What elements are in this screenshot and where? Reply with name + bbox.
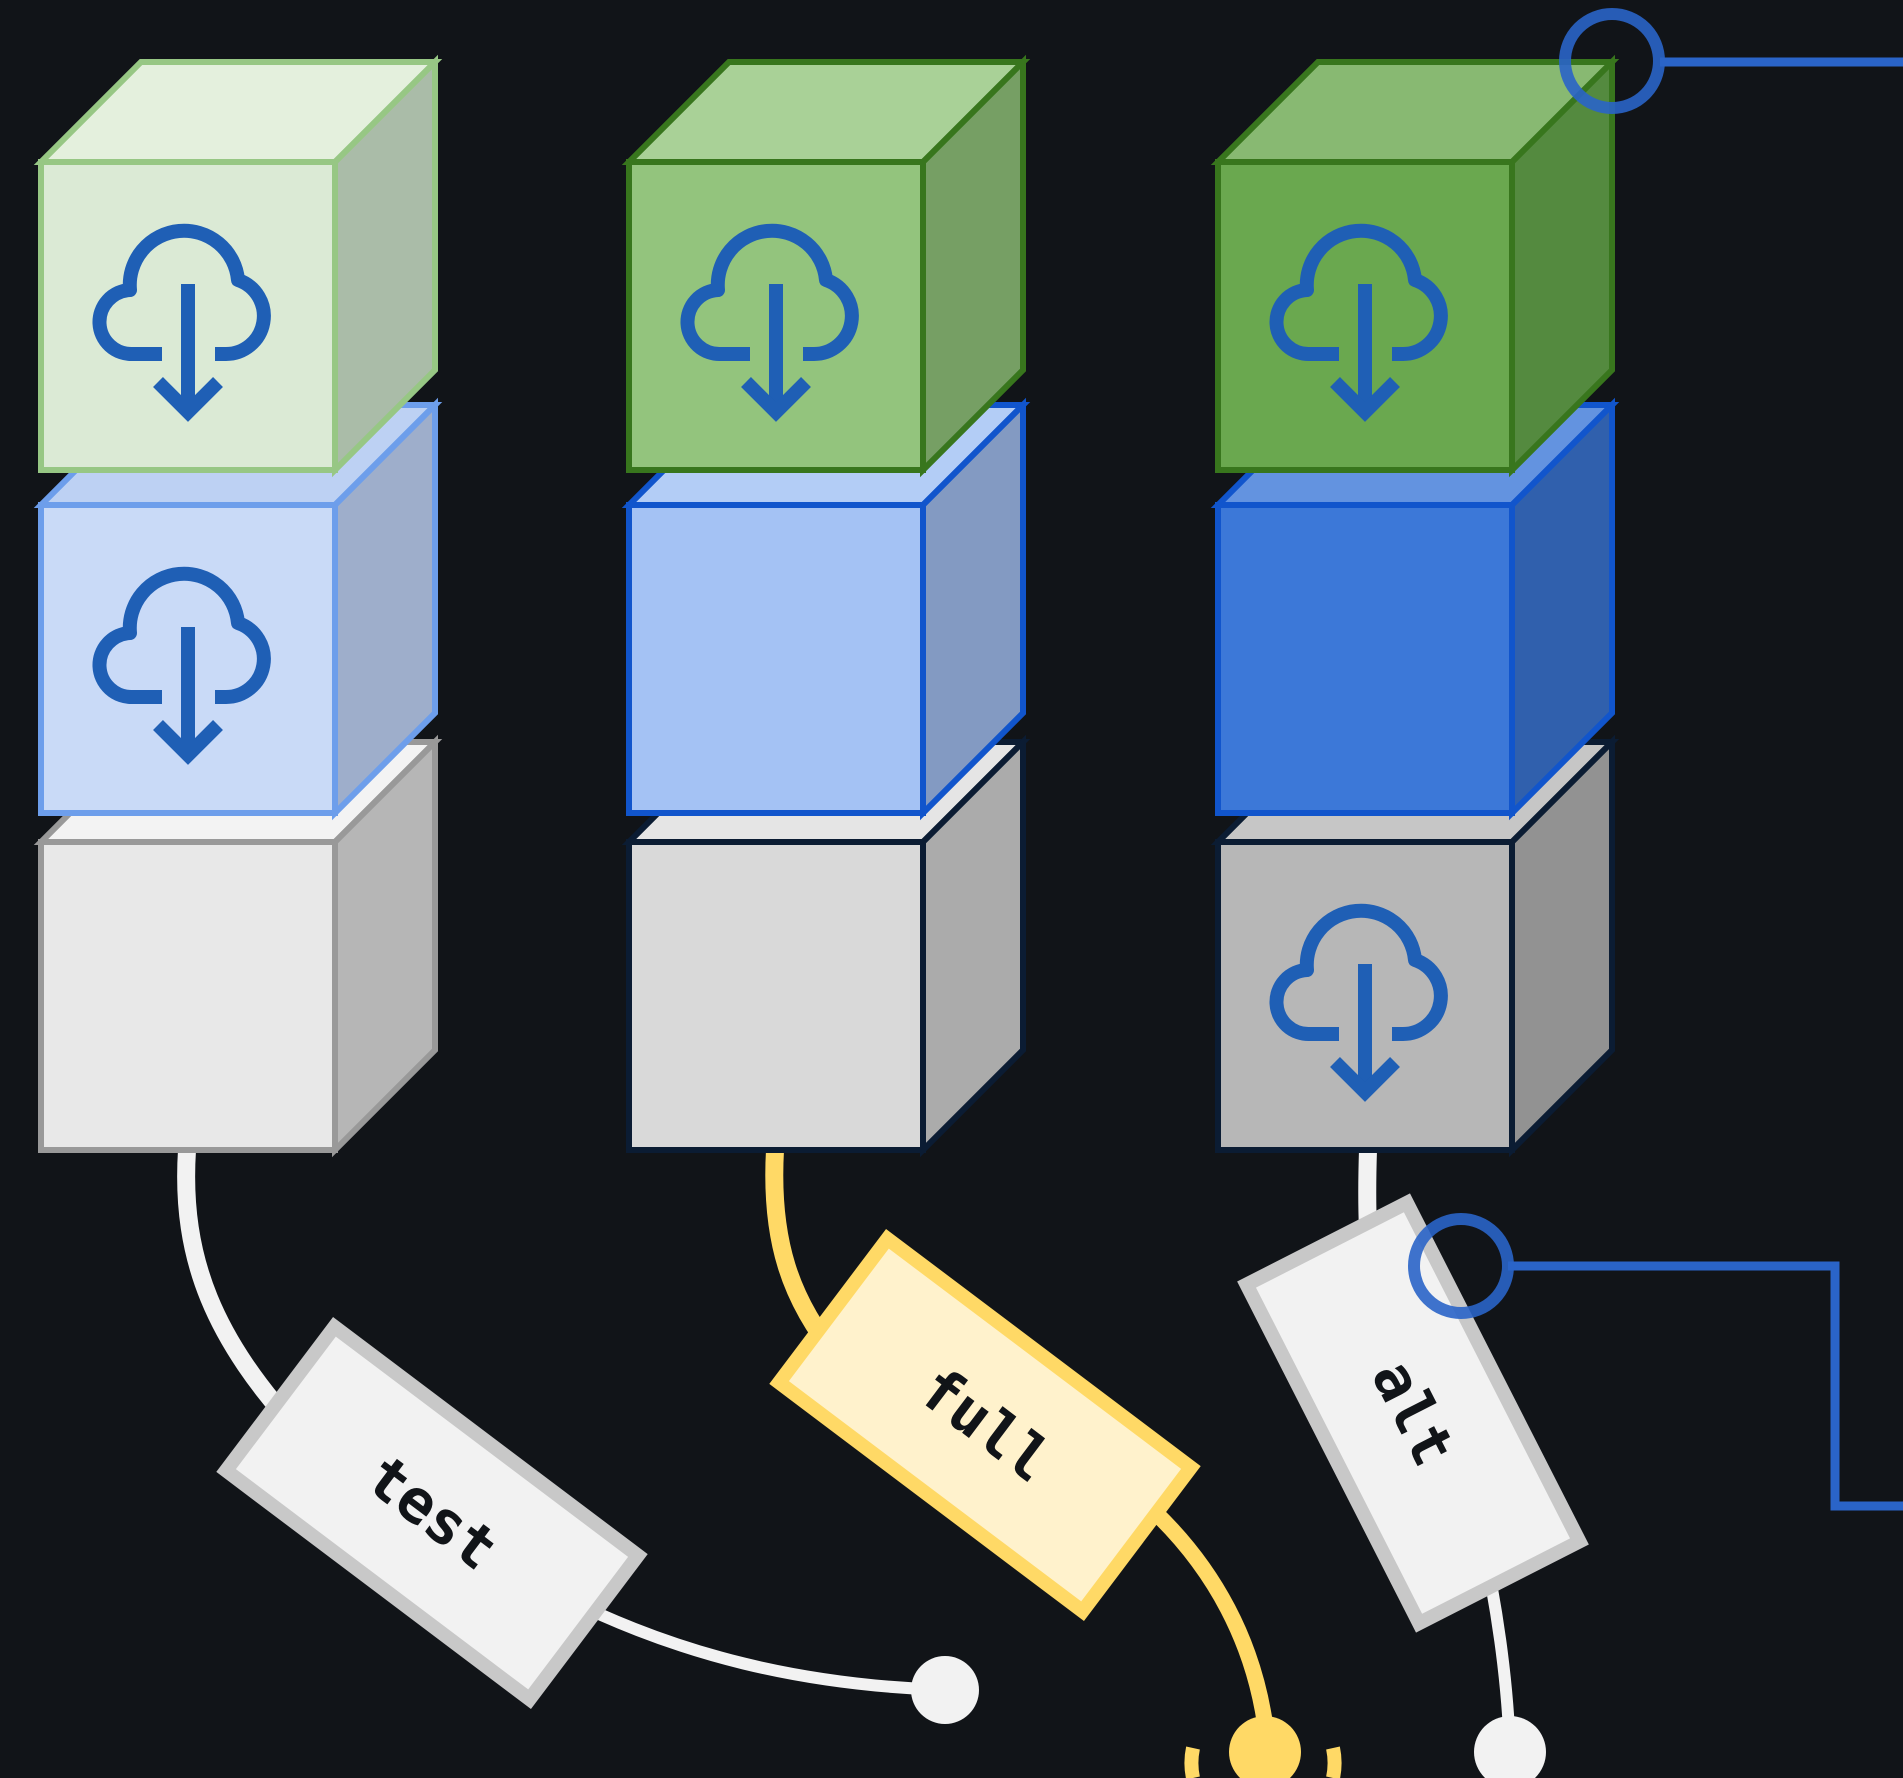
cube-stack-1 [33, 54, 443, 1158]
connector-line-bottom [1508, 1261, 1903, 1511]
tag-test-box [216, 1316, 648, 1710]
endpoint-ring-full-right [1326, 1746, 1342, 1778]
cube-stacks [33, 54, 1620, 1158]
cube-stack-2 [621, 54, 1031, 1158]
cube-top-green[interactable] [621, 54, 1031, 478]
connector-lines-blue [1508, 57, 1903, 1511]
link-test-lower [562, 1592, 946, 1696]
endpoint-dot-test[interactable] [911, 1656, 979, 1724]
cube-top-light-green[interactable] [33, 54, 443, 478]
cube-top-dark-green[interactable] [1210, 54, 1620, 478]
connection-handle-top[interactable] [1559, 8, 1665, 114]
link-test-upper [177, 1149, 307, 1440]
connection-handle-bottom[interactable] [1408, 1213, 1514, 1319]
cube-front-face [626, 502, 926, 816]
link-endpoints [911, 1656, 1546, 1778]
cube-front-face [626, 839, 926, 1153]
connection-handles [1408, 8, 1665, 1319]
cube-front-face [1215, 502, 1515, 816]
cube-stack-3 [1210, 54, 1620, 1158]
endpoint-ring-full [1184, 1746, 1200, 1778]
tag-test[interactable]: test [216, 1316, 648, 1710]
endpoint-dot-alt[interactable] [1474, 1716, 1546, 1778]
cube-front-face [38, 839, 338, 1153]
tag-alt[interactable]: alt [1237, 1193, 1589, 1633]
tag-full-box [769, 1228, 1201, 1622]
tag-full[interactable]: full [769, 1228, 1201, 1622]
tag-alt-box [1237, 1193, 1589, 1633]
endpoint-dot-full[interactable] [1229, 1716, 1301, 1778]
